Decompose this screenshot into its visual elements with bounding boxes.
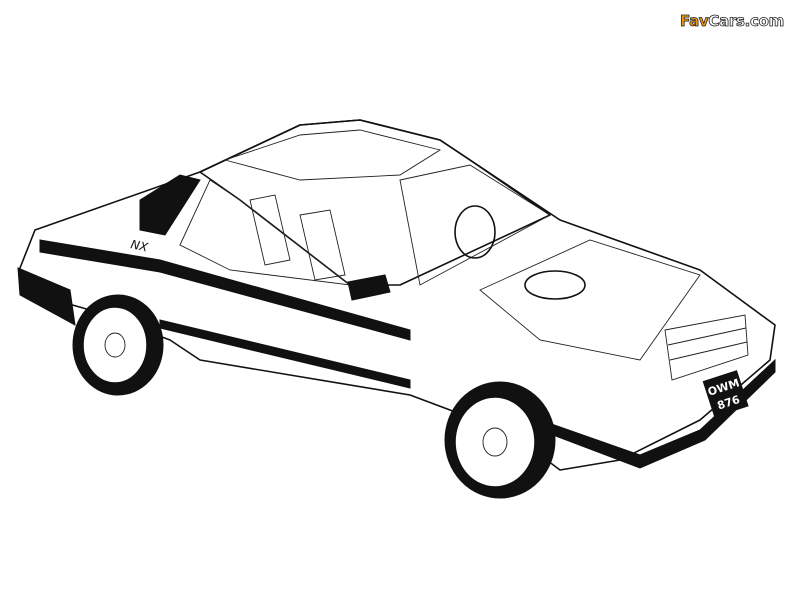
- door-mirror: [347, 274, 391, 301]
- air-cleaner: [524, 270, 586, 300]
- windscreen: [399, 164, 551, 286]
- front-bumper: [539, 358, 776, 469]
- nx-badge: NX: [129, 237, 149, 254]
- seats: [249, 194, 346, 281]
- license-plate: OWM 876: [702, 370, 749, 418]
- steering-wheel: [454, 205, 496, 259]
- side-stripe: [39, 239, 411, 341]
- door-window: [179, 179, 352, 286]
- rear-pillar-panel: [139, 174, 201, 236]
- car-body-outline: [19, 119, 776, 471]
- engine-bay: [479, 239, 701, 361]
- watermark-part1: Fav: [680, 12, 709, 31]
- rear-bumper: [17, 267, 76, 326]
- grille: [664, 314, 749, 381]
- rear-wheel: [72, 294, 164, 396]
- front-wheel: [444, 381, 556, 499]
- favcars-watermark: FavCars.com: [680, 12, 785, 31]
- sunroof: [223, 129, 442, 181]
- roof-outline: [199, 119, 551, 286]
- watermark-part2: Cars.com: [708, 12, 785, 31]
